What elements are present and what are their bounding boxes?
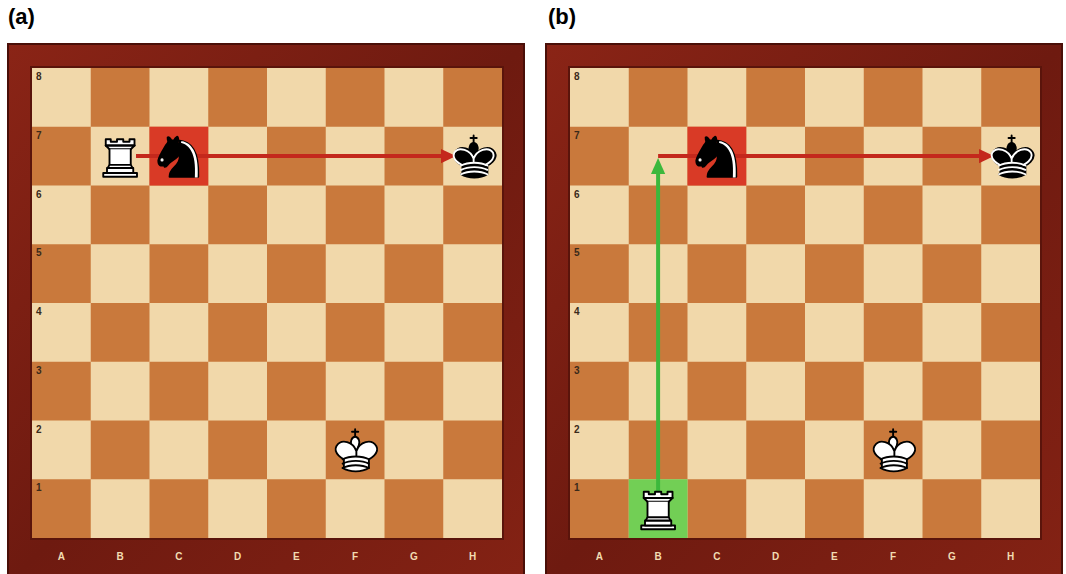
file-letter: H: [469, 552, 476, 562]
board-squares: [570, 68, 1040, 538]
arrow-head: [651, 158, 665, 174]
file-letter: H: [1007, 552, 1014, 562]
rank-number: 1: [574, 483, 580, 493]
panel-label: (a): [8, 6, 35, 28]
file-letter: C: [713, 552, 720, 562]
rank-number: 7: [574, 131, 580, 141]
board-frame: [8, 44, 524, 574]
panel-label: (b): [548, 6, 576, 28]
white-king: [874, 429, 916, 471]
rank-number: 7: [36, 131, 42, 141]
rank-number: 2: [36, 425, 42, 435]
board-a: [8, 44, 524, 574]
board-edge: [568, 66, 1042, 540]
move-arrow: [656, 172, 660, 508]
file-letter: C: [175, 552, 182, 562]
file-letter: F: [352, 552, 358, 562]
rank-number: 6: [574, 190, 580, 200]
rank-number: 8: [36, 72, 42, 82]
white-rook: [103, 139, 137, 177]
black-knight: [158, 137, 198, 178]
board-b: [546, 44, 1062, 574]
rank-number: 4: [574, 307, 580, 317]
file-letter: B: [655, 552, 662, 562]
rank-number: 3: [36, 366, 42, 376]
board-squares: [32, 68, 502, 538]
rank-number: 6: [36, 190, 42, 200]
rank-number: 4: [36, 307, 42, 317]
black-king: [992, 136, 1034, 178]
board-frame: [546, 44, 1062, 574]
white-king: [336, 429, 378, 471]
file-letter: B: [117, 552, 124, 562]
board-edge: [30, 66, 504, 540]
rank-number: 8: [574, 72, 580, 82]
rank-number: 1: [36, 483, 42, 493]
file-letter: E: [831, 552, 838, 562]
file-letter: A: [596, 552, 603, 562]
file-letter: G: [948, 552, 956, 562]
rank-number: 2: [574, 425, 580, 435]
black-knight: [696, 137, 736, 178]
black-king: [454, 136, 496, 178]
file-letter: D: [772, 552, 779, 562]
file-letter: E: [293, 552, 300, 562]
rank-number: 5: [574, 248, 580, 258]
file-letter: D: [234, 552, 241, 562]
rank-number: 3: [574, 366, 580, 376]
file-letter: G: [410, 552, 418, 562]
file-letter: A: [58, 552, 65, 562]
rank-number: 5: [36, 248, 42, 258]
file-letter: F: [890, 552, 896, 562]
white-rook: [641, 492, 675, 530]
